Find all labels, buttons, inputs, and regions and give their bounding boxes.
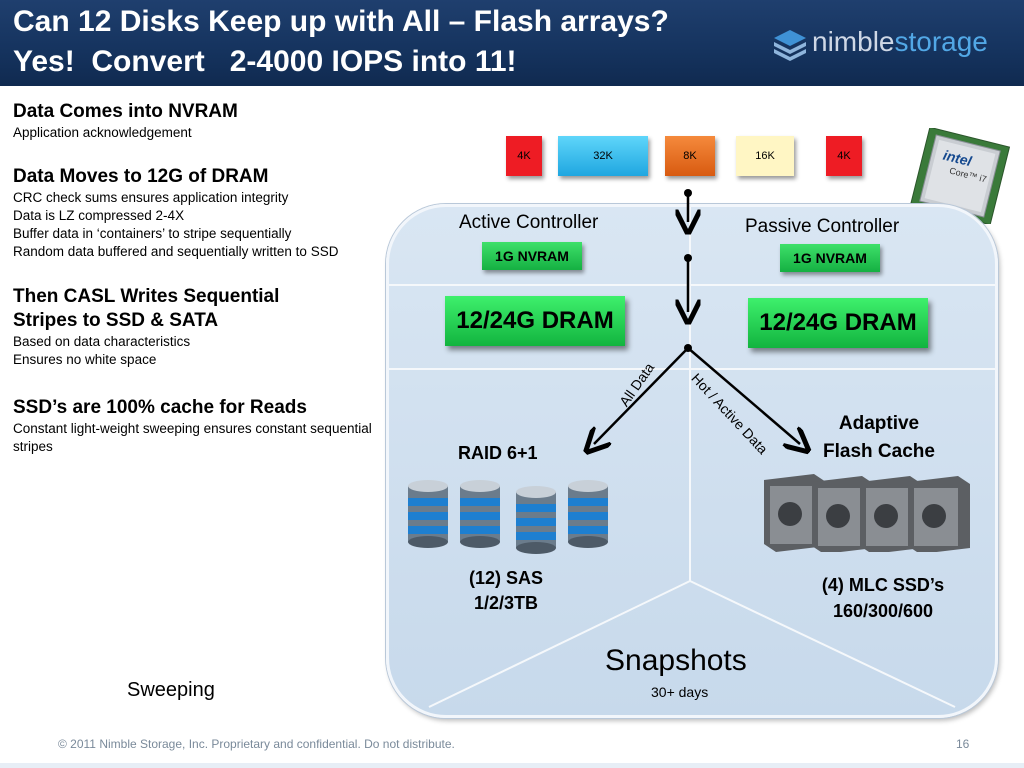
section-ssd-cache: SSD’s are 100% cache for Reads Constant … [13,396,373,456]
cpu-chip-icon [909,126,1011,226]
snapshots-label: Snapshots [605,644,747,677]
raid-label: RAID 6+1 [458,443,538,463]
passive-nvram: 1G NVRAM [780,244,880,272]
section-heading: SSD’s are 100% cache for Reads [13,397,307,418]
title-line-1: Can 12 Disks Keep up with All – Flash ar… [13,5,669,38]
logo-text: nimblestorage [812,26,988,57]
section-line: Ensures no white space [13,352,157,367]
ssd-drives [764,474,970,552]
sas-label: (12) SAS 1/2/3TB [468,568,544,613]
flash-cache-label: Adaptive Flash Cache [823,413,935,462]
section-heading: Data Comes into NVRAM [13,101,238,122]
data-block-8k: 8K [665,136,715,176]
section-line: Based on data characteristics [13,334,191,349]
section-line: Buffer data in ‘containers’ to stripe se… [13,226,292,241]
title-line-2: Yes! Convert 2-4000 IOPS into 11! [13,45,517,78]
passive-controller-label: Passive Controller [745,216,900,237]
section-nvram: Data Comes into NVRAM Application acknow… [13,100,393,142]
active-dram: 12/24G DRAM [445,296,625,346]
intel-cpu-chip: intel Core™ i7 [905,126,1015,226]
disk-icon [408,480,448,548]
stack-logo-icon [774,30,806,61]
bottom-strip [0,763,1024,768]
section-line: CRC check sums ensures application integ… [13,190,289,205]
title-banner: Can 12 Disks Keep up with All – Flash ar… [0,0,1024,86]
data-block-4k-2: 4K [826,136,862,176]
section-heading: Then CASL Writes Sequential Stripes to S… [13,286,280,331]
snapshots-sub: 30+ days [651,684,709,700]
page-number: 16 [956,737,970,751]
section-line: Constant light-weight sweeping ensures c… [13,421,372,454]
section-heading: Data Moves to 12G of DRAM [13,166,269,187]
data-block-32k: 32K [558,136,648,176]
section-line: Random data buffered and sequentially wr… [13,244,339,259]
section-dram: Data Moves to 12G of DRAM CRC check sums… [13,165,393,261]
passive-dram: 12/24G DRAM [748,298,928,348]
sas-disks [408,480,608,554]
section-line: Application acknowledgement [13,125,192,140]
array-panel [386,204,998,718]
active-controller-label: Active Controller [459,212,599,233]
section-line: Data is LZ compressed 2-4X [13,208,185,223]
sweeping-label: Sweeping [127,679,215,701]
nimble-storage-logo: nimblestorage [772,24,1002,64]
section-casl: Then CASL Writes Sequential Stripes to S… [13,285,343,369]
active-nvram: 1G NVRAM [482,242,582,270]
ssd-icon [764,474,826,552]
data-block-4k: 4K [506,136,542,176]
ssd-label: (4) MLC SSD’s 160/300/600 [821,575,945,621]
copyright: © 2011 Nimble Storage, Inc. Proprietary … [58,737,455,751]
data-block-16k: 16K [736,136,794,176]
